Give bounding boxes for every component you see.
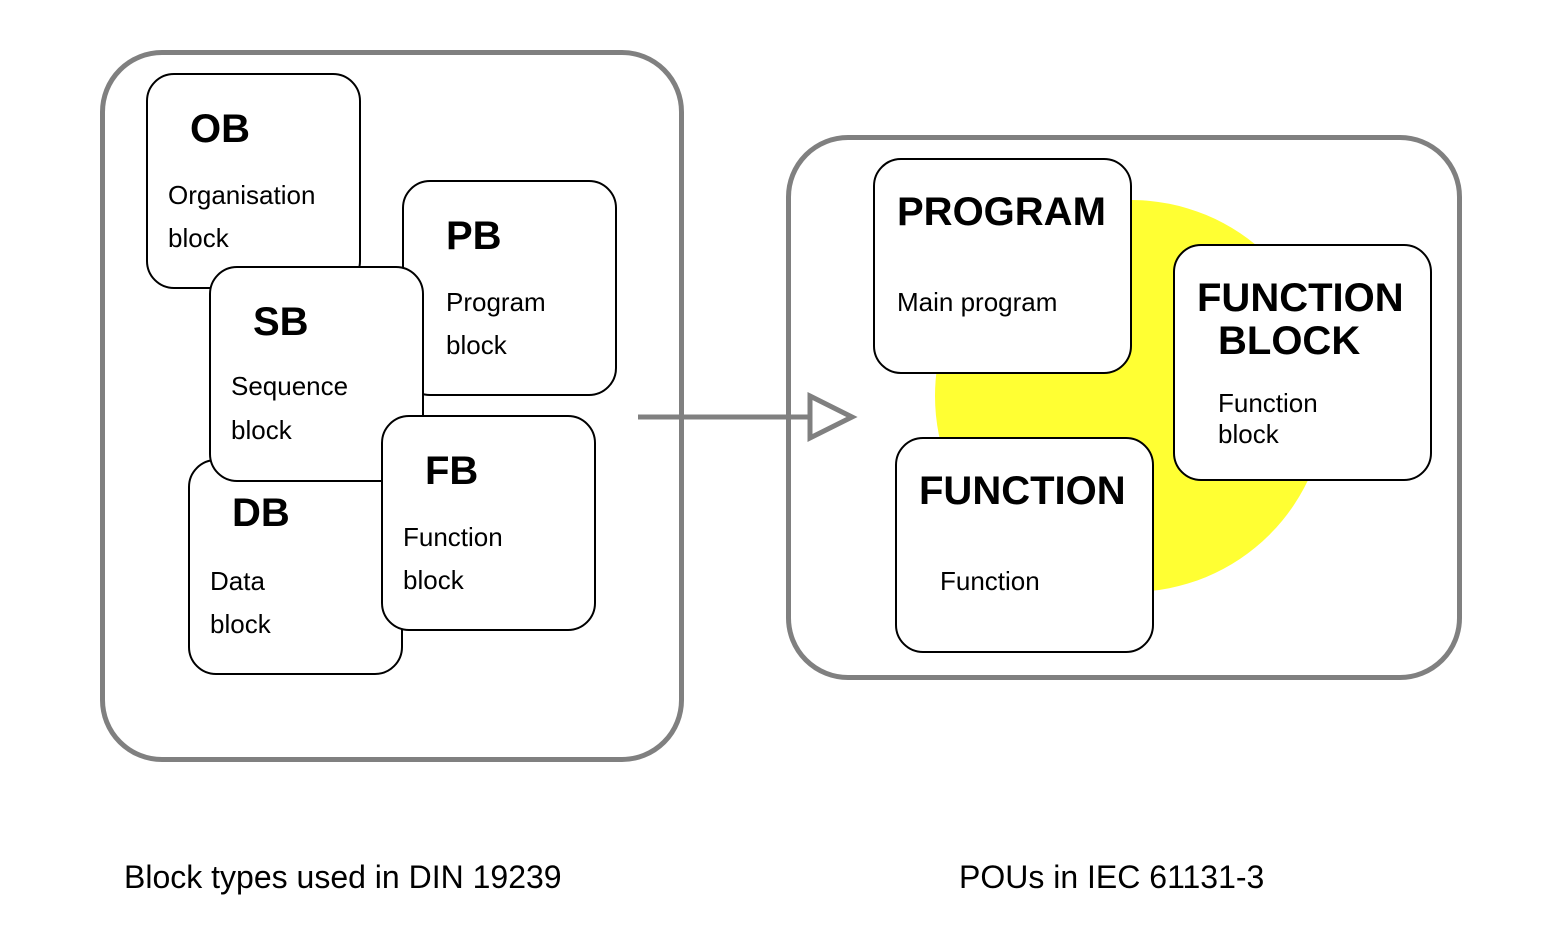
db-block: DB Data block: [188, 459, 403, 675]
fb-desc-line2: block: [403, 565, 464, 595]
pb-desc-line1: Program: [446, 287, 546, 317]
function-block-title-line1: FUNCTION: [1197, 276, 1404, 320]
pb-abbr: PB: [446, 214, 502, 258]
function-block-title-line2: BLOCK: [1218, 319, 1361, 363]
function-block-desc-line1: Function: [1218, 388, 1318, 418]
program-block: PROGRAM Main program: [873, 158, 1132, 374]
function-block-pou: FUNCTION BLOCK Function block: [1173, 244, 1432, 481]
fb-desc-line1: Function: [403, 522, 503, 552]
program-title: PROGRAM: [897, 190, 1106, 234]
transition-arrow-icon: [638, 391, 858, 443]
fb-block: FB Function block: [381, 415, 596, 631]
sb-abbr: SB: [253, 300, 309, 344]
program-desc: Main program: [897, 287, 1058, 317]
din-19239-group-frame: [100, 50, 684, 762]
ob-desc-line2: block: [168, 223, 229, 253]
left-caption: Block types used in DIN 19239: [124, 859, 562, 895]
sb-desc-line1: Sequence: [231, 371, 349, 401]
iec-61131-3-group-frame: [786, 135, 1462, 680]
function-desc: Function: [940, 566, 1040, 596]
function-pou: FUNCTION Function: [895, 437, 1154, 653]
fb-abbr: FB: [425, 449, 479, 493]
pb-block: PB Program block: [402, 180, 617, 396]
db-desc-line1: Data: [210, 566, 265, 596]
sb-desc-line2: block: [231, 415, 292, 445]
ob-abbr: OB: [190, 107, 250, 151]
right-caption: POUs in IEC 61131-3: [959, 859, 1265, 895]
pb-desc-line2: block: [446, 330, 507, 360]
db-desc-line2: block: [210, 609, 271, 639]
function-block-desc-line2: block: [1218, 419, 1279, 449]
db-abbr: DB: [232, 491, 290, 535]
function-title: FUNCTION: [919, 469, 1126, 513]
ob-desc-line1: Organisation: [168, 180, 316, 210]
ob-block: OB Organisation block: [146, 73, 361, 289]
